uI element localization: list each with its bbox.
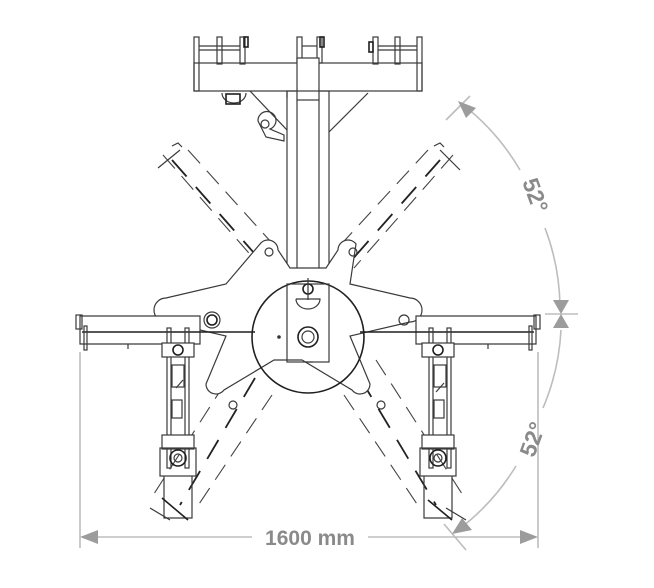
arrow-left-icon (80, 530, 98, 544)
lower-angle-label: 52° (514, 418, 550, 460)
upper-right-arm-raised (333, 142, 461, 269)
hitch-frame (193, 36, 423, 272)
width-dimension: 1600 mm (79, 352, 539, 550)
arrow-upper-end-icon (553, 300, 569, 314)
arrow-right-icon (520, 530, 538, 544)
right-linkage (419, 327, 467, 521)
width-label: 1600 mm (265, 527, 355, 550)
upper-left-arm-raised (157, 142, 281, 269)
left-linkage (149, 327, 197, 521)
left-horizontal-arm (75, 314, 255, 351)
arrow-lower-end-icon (452, 518, 472, 534)
lower-right-arm-raised (343, 359, 467, 511)
arrow-upper-start-icon (458, 101, 476, 118)
lower-angle-dimension: 52° (443, 329, 562, 551)
arrow-lower-start-icon (553, 314, 569, 328)
upper-angle-label: 52° (517, 174, 553, 216)
upper-angle-dimension: 52° (445, 95, 578, 328)
